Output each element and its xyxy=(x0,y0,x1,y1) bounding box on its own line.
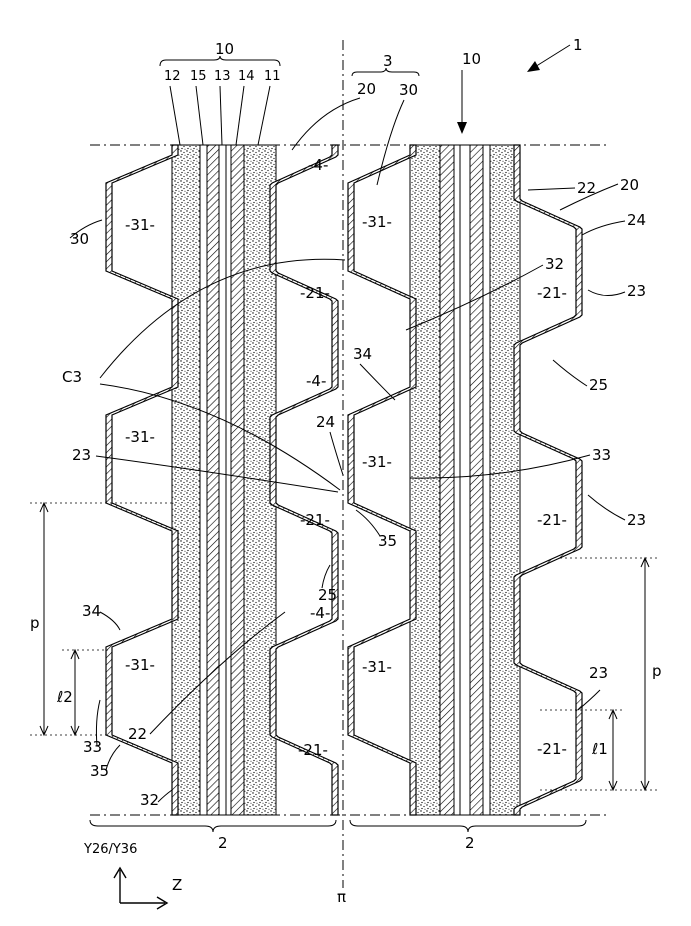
left-32-leader xyxy=(158,790,172,802)
right-10-arrowhead xyxy=(457,122,467,134)
label-c3: C3 xyxy=(62,368,82,386)
part-label-14: 14 xyxy=(238,69,255,84)
axis-y-label: Y26/Y36 xyxy=(83,842,137,857)
cell-4-label-1: -4- xyxy=(306,372,326,390)
label-24-center: 24 xyxy=(316,413,335,431)
right-23-leader-a xyxy=(588,290,625,296)
axis-symbol xyxy=(114,868,167,909)
right-25-leader xyxy=(553,360,587,386)
right-mea-layer-6 xyxy=(490,145,520,815)
label-25-right: 25 xyxy=(589,376,608,394)
label-33-right: 33 xyxy=(592,446,611,464)
membrane-electrode-layers xyxy=(172,145,520,815)
part-label-11: 11 xyxy=(264,69,281,84)
label-35-left: 35 xyxy=(90,762,109,780)
label-33-left: 33 xyxy=(83,738,102,756)
right-mea-layer-1 xyxy=(440,145,454,815)
right-30-leader xyxy=(377,100,404,185)
label-23-left: 23 xyxy=(72,446,91,464)
top-part-leader-3 xyxy=(236,86,244,145)
center-24-leader xyxy=(330,432,343,475)
right-24-leader xyxy=(582,221,625,235)
right-mea-layer-3 xyxy=(460,145,470,815)
brace-bottom-left xyxy=(90,820,336,832)
label-32-left: 32 xyxy=(140,791,159,809)
label-35-center: 35 xyxy=(378,532,397,550)
label-32-right: 32 xyxy=(545,255,564,273)
cell-21-label-3: -21- xyxy=(537,284,567,302)
part-label-12: 12 xyxy=(164,69,181,84)
right-group-label: 3 xyxy=(383,52,393,70)
left-34-leader xyxy=(100,612,120,630)
left-mea-layer-0 xyxy=(172,145,200,815)
cell-4-label-2: -4- xyxy=(310,604,330,622)
center-20-leader xyxy=(292,98,360,150)
cell-31-label-1: -31- xyxy=(125,428,155,446)
reference-lines xyxy=(30,40,660,888)
right-mea-layer-0 xyxy=(410,145,440,815)
label-24-right: 24 xyxy=(627,211,646,229)
cell-31-label-2: -31- xyxy=(125,656,155,674)
cell-21-label-5: -21- xyxy=(537,740,567,758)
top-part-leader-0 xyxy=(170,86,180,145)
right-10-label: 10 xyxy=(462,50,481,68)
label-30-left: 30 xyxy=(70,230,89,248)
cell-4-label-0: -4- xyxy=(308,156,328,174)
part-label-15: 15 xyxy=(190,69,207,84)
top-part-leader-2 xyxy=(220,86,222,145)
label-23-right-a: 23 xyxy=(627,282,646,300)
pitch-label-right: p xyxy=(652,662,662,680)
cell-21-label-4: -21- xyxy=(537,511,567,529)
brace-bottom-right xyxy=(350,820,586,832)
label-23-right-b: 23 xyxy=(627,511,646,529)
cell-21-label-0: -21- xyxy=(300,284,330,302)
bottom-label-right-2: 2 xyxy=(465,834,475,852)
center-25-leader xyxy=(322,565,330,588)
left-mea-layer-2 xyxy=(207,145,219,815)
cell-31-label-3: -31- xyxy=(362,213,392,231)
label-25-center: 25 xyxy=(318,586,337,604)
right-23-leader-b xyxy=(588,495,625,520)
right-mea-layer-4 xyxy=(470,145,483,815)
separator-30-left xyxy=(106,145,178,815)
part-label-13: 13 xyxy=(214,69,231,84)
left-mea-layer-3 xyxy=(219,145,226,815)
axis-z-label: Z xyxy=(172,876,182,894)
top-part-leader-1 xyxy=(196,86,203,145)
cell-31-label-0: -31- xyxy=(125,216,155,234)
right-mea-layer-2 xyxy=(454,145,460,815)
label-34-left: 34 xyxy=(82,602,101,620)
cell-21-label-2: -21- xyxy=(298,741,328,759)
label-22-left: 22 xyxy=(128,725,147,743)
label-34-center: 34 xyxy=(353,345,372,363)
center-34-leader xyxy=(360,364,395,400)
right-mea-layer-5 xyxy=(483,145,490,815)
left-mea-layer-5 xyxy=(231,145,244,815)
right-sub-label: 30 xyxy=(399,81,418,99)
left-mea-layer-4 xyxy=(226,145,231,815)
cell-31-label-4: -31- xyxy=(362,453,392,471)
top-part-leader-4 xyxy=(258,86,270,145)
pi-plane-label: π xyxy=(337,888,346,906)
center-20-label: 20 xyxy=(357,80,376,98)
separator-20-center-left xyxy=(270,145,338,815)
cell-21-label-1: -21- xyxy=(300,511,330,529)
top-assembly-label: 10 xyxy=(215,40,234,58)
label-22-top: 22 xyxy=(577,179,596,197)
separator-20-right xyxy=(514,145,582,815)
label-20-right: 20 xyxy=(620,176,639,194)
right-22-leader xyxy=(528,188,575,190)
label-23-right-c: 23 xyxy=(589,664,608,682)
separator-30-center-right xyxy=(348,145,416,815)
left-mea-layer-1 xyxy=(200,145,207,815)
pitch-label-left: p xyxy=(30,614,40,632)
length-l2-label: ℓ2 xyxy=(56,688,73,706)
cell-31-label-5: -31- xyxy=(362,658,392,676)
figure-ref-arrowhead xyxy=(527,61,540,72)
bottom-label-left-2: 2 xyxy=(218,834,228,852)
length-l1-label: ℓ1 xyxy=(591,740,608,758)
figure-ref-label: 1 xyxy=(573,36,583,54)
